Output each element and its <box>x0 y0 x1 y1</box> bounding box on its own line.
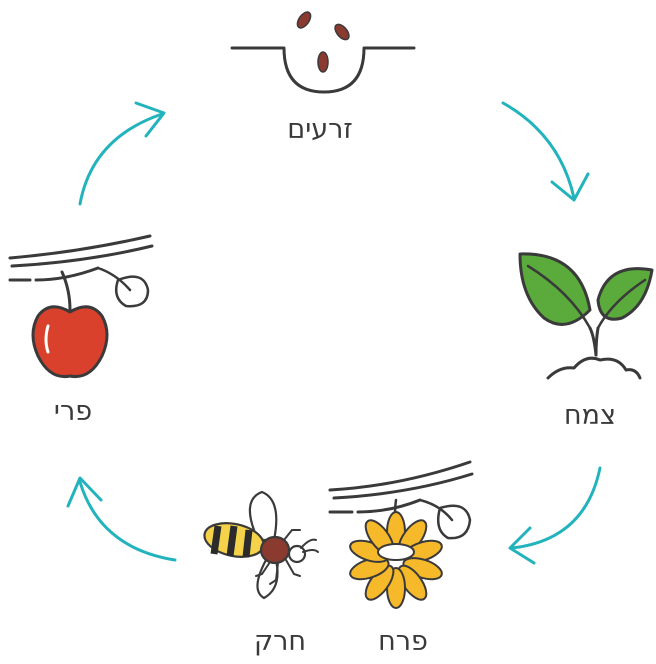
stage-label-insect: חרק <box>254 628 306 655</box>
sprout-icon <box>520 254 652 378</box>
stage-label-sprout: צמח <box>564 402 616 429</box>
apple-icon <box>10 236 152 377</box>
cycle-arrows <box>68 103 600 563</box>
arrow-sprout-to-flower <box>512 468 600 548</box>
arrow-seeds-to-sprout <box>503 103 574 198</box>
seeds-icon <box>232 10 414 92</box>
flower-icon <box>330 462 472 608</box>
stage-label-flower: פרח <box>378 628 428 655</box>
stage-label-fruit: פרי <box>54 398 92 425</box>
stage-label-seeds: זרעים <box>287 116 352 143</box>
bee-icon <box>201 492 318 598</box>
arrow-fruit-to-seeds <box>80 114 162 204</box>
